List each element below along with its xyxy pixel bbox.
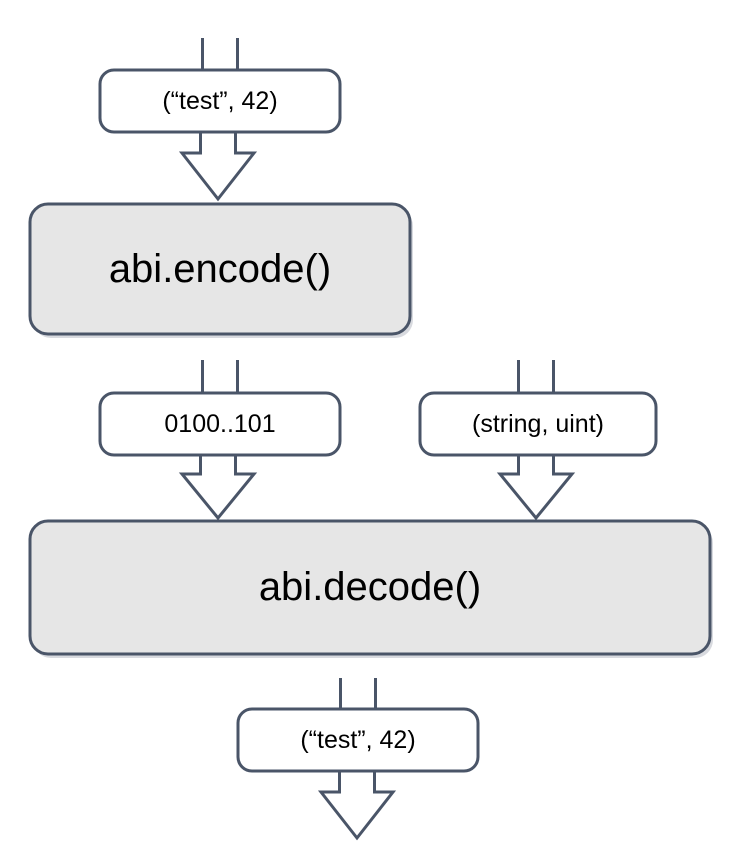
node-encoded-bytes-box[interactable] xyxy=(98,391,342,457)
node-decode-types-box[interactable] xyxy=(418,391,658,457)
connector-output-exit-arrow-icon xyxy=(317,770,397,841)
connector-encode-stub-stub-icon xyxy=(201,360,239,396)
connector-bytes-to-decode-arrow-icon xyxy=(178,454,258,521)
node-abi-decode-box[interactable] xyxy=(28,519,712,656)
node-output-tuple-box[interactable] xyxy=(236,707,480,773)
node-input-tuple-box[interactable] xyxy=(98,68,342,134)
connector-decode-stub-stub-icon xyxy=(339,678,377,712)
connector-input-to-encode-arrow-icon xyxy=(178,131,258,202)
connector-types-stub-stub-icon xyxy=(517,360,555,396)
connector-entry-stub-stub-icon xyxy=(201,38,239,73)
connector-types-to-decode-arrow-icon xyxy=(496,454,576,521)
node-abi-encode-box[interactable] xyxy=(28,202,412,336)
